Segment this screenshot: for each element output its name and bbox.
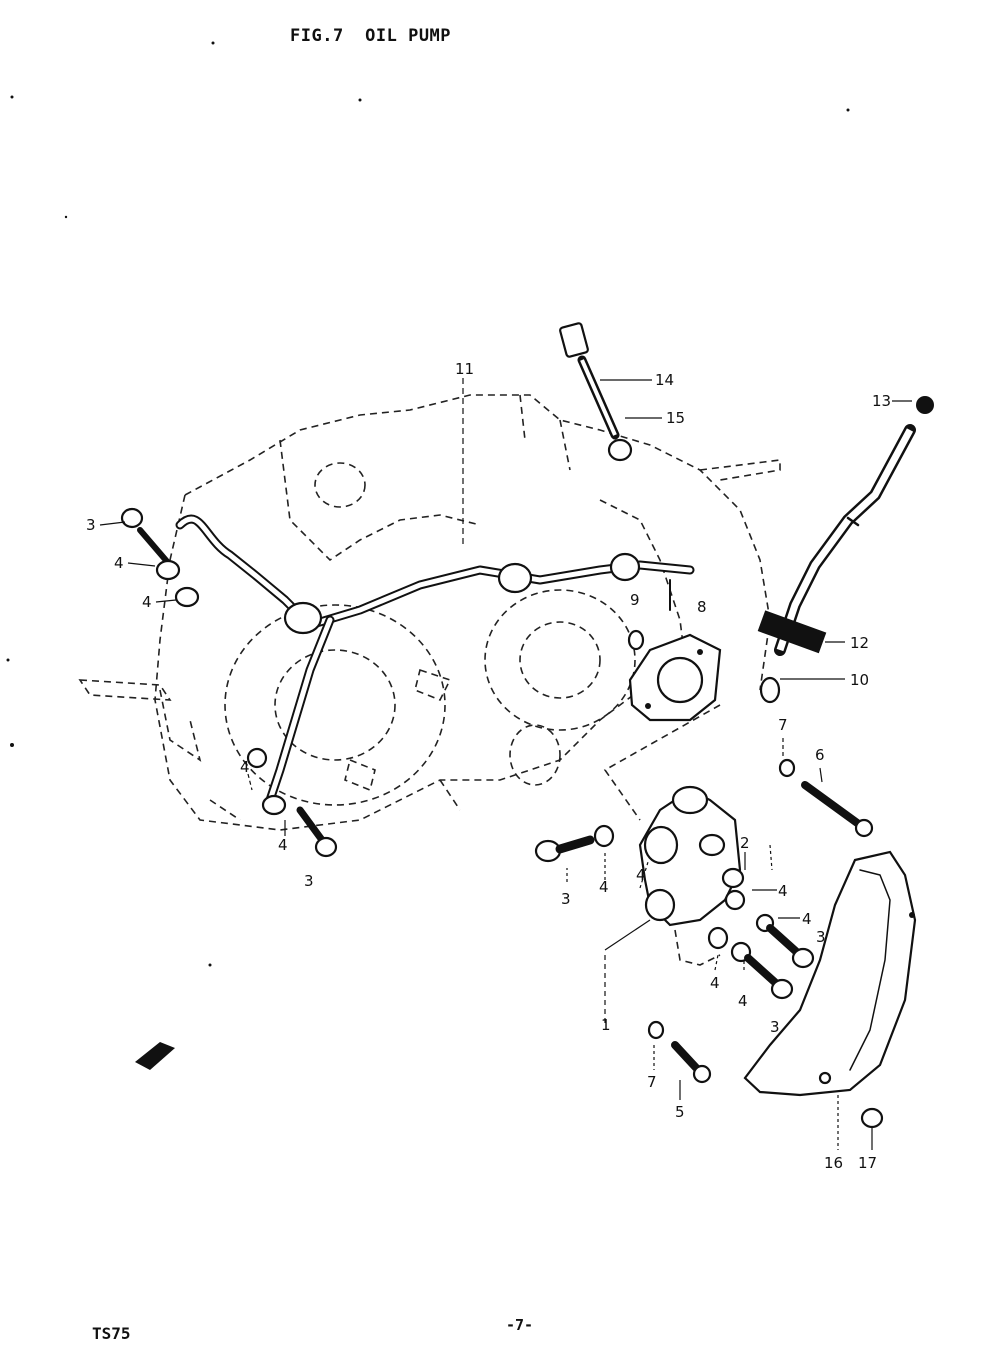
oil-pipe bbox=[175, 514, 695, 805]
union-bolt-lower bbox=[246, 747, 338, 858]
callout-4: 4 bbox=[599, 878, 609, 896]
callout-3: 3 bbox=[816, 928, 826, 946]
union-bolt-left bbox=[120, 507, 200, 608]
callout-3: 3 bbox=[561, 890, 571, 908]
callout-4: 4 bbox=[710, 974, 720, 992]
callout-9: 9 bbox=[630, 591, 640, 609]
callout-4: 4 bbox=[114, 554, 124, 572]
callout-4: 4 bbox=[278, 836, 288, 854]
callout-14: 14 bbox=[655, 371, 674, 389]
callout-13: 13 bbox=[872, 392, 891, 410]
page-number: -7- bbox=[506, 1316, 534, 1334]
callout-3: 3 bbox=[86, 516, 96, 534]
callout-16: 16 bbox=[824, 1154, 843, 1172]
callout-3: 3 bbox=[304, 872, 314, 890]
crankcase-outline bbox=[78, 394, 781, 831]
callout-4: 4 bbox=[142, 593, 152, 611]
callout-7: 7 bbox=[647, 1073, 657, 1091]
callout-4: 4 bbox=[802, 910, 812, 928]
callout-10: 10 bbox=[850, 671, 869, 689]
cable-adjuster bbox=[559, 322, 633, 462]
callout-11: 11 bbox=[455, 360, 474, 378]
callout-17: 17 bbox=[858, 1154, 877, 1172]
figure-title: FIG.7 OIL PUMP bbox=[290, 26, 452, 46]
oil-pump-body bbox=[638, 785, 746, 966]
stray-mark bbox=[135, 1042, 175, 1070]
scan-specks bbox=[6, 41, 850, 967]
callout-4: 4 bbox=[636, 866, 646, 884]
callout-4: 4 bbox=[738, 992, 748, 1010]
callout-3: 3 bbox=[770, 1018, 780, 1036]
callout-5: 5 bbox=[675, 1103, 685, 1121]
callout-numbers: 3 4 4 11 14 15 13 12 10 9 8 7 6 4 4 3 3 … bbox=[86, 360, 891, 1172]
oil-hose bbox=[757, 396, 934, 704]
callout-1: 1 bbox=[601, 1016, 611, 1034]
callout-4: 4 bbox=[778, 882, 788, 900]
assembly-guide-line bbox=[603, 704, 721, 821]
callout-8: 8 bbox=[697, 598, 707, 616]
bolt-six bbox=[778, 758, 874, 838]
callout-15: 15 bbox=[666, 409, 685, 427]
pump-cover bbox=[743, 850, 917, 1129]
callout-7: 7 bbox=[778, 716, 788, 734]
pump-mount-bolt bbox=[534, 824, 615, 863]
leader-lines bbox=[99, 378, 912, 1150]
bolt-five bbox=[647, 1020, 712, 1084]
callout-6: 6 bbox=[815, 746, 825, 764]
callout-12: 12 bbox=[850, 634, 869, 652]
model-code: TS75 bbox=[92, 1324, 131, 1343]
small-bolts-right bbox=[707, 913, 815, 1000]
callout-4: 4 bbox=[240, 758, 250, 776]
callout-2: 2 bbox=[740, 834, 750, 852]
pump-gasket bbox=[627, 629, 722, 722]
